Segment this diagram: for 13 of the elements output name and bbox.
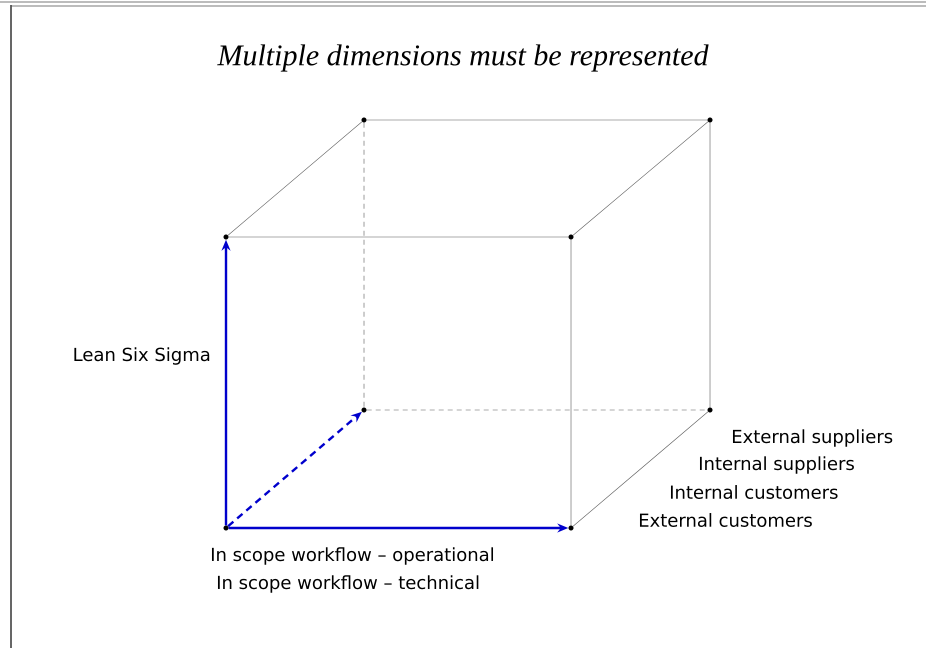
cube-edge: [572, 411, 708, 527]
axis-label: Internal customers: [670, 485, 838, 499]
cube-edge: [570, 239, 572, 526]
axis-label: External customers: [640, 513, 812, 527]
axis-label: Lean Six Sigma: [74, 347, 210, 365]
axis-label: External suppliers: [732, 429, 892, 447]
cube-edge: [572, 121, 708, 236]
cube-edge: [228, 236, 569, 238]
title: Multiple dimensions must be represented: [217, 44, 709, 72]
axis-label: In scope workflow – technical: [218, 575, 478, 593]
axis-label: Internal suppliers: [700, 456, 854, 474]
axis-label: In scope workflow – operational: [212, 547, 494, 565]
cube-edge: [228, 121, 362, 236]
